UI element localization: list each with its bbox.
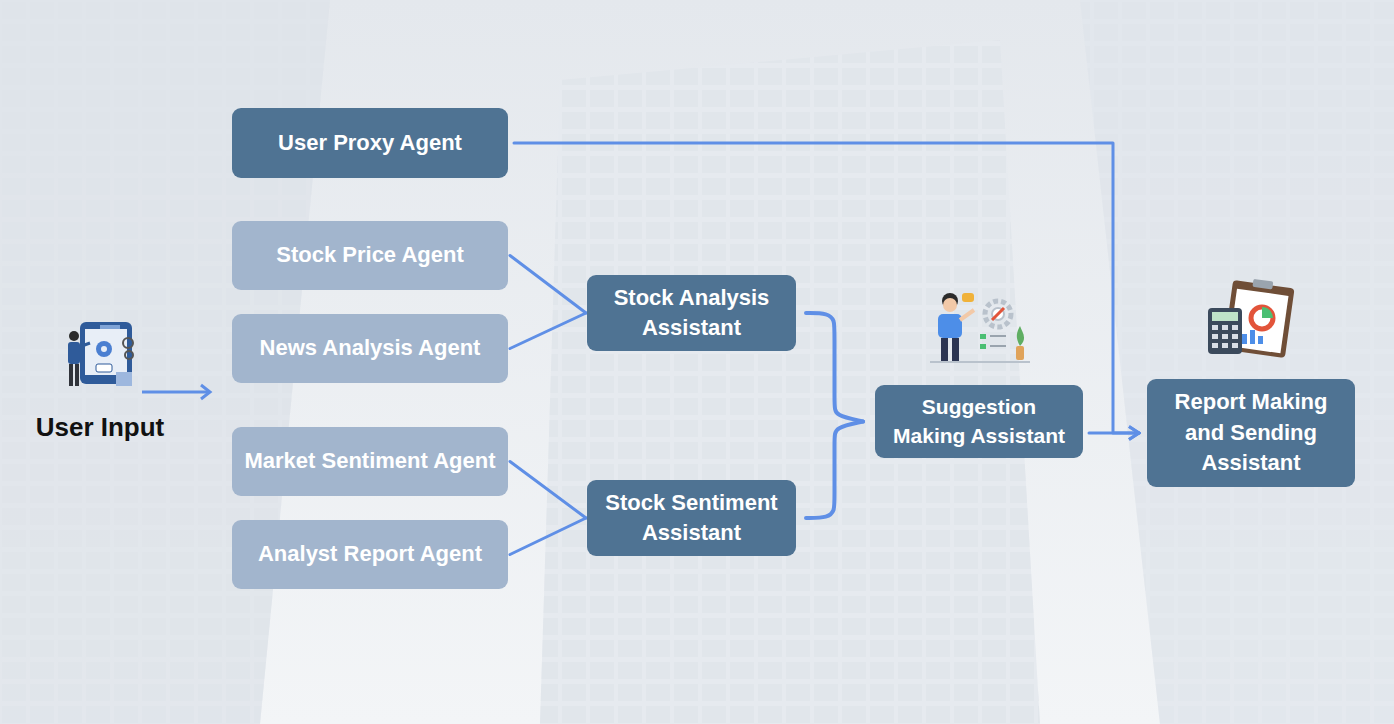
assistant-box: Suggestion Making Assistant <box>875 385 1083 459</box>
node-label: Analyst Report Agent <box>258 539 482 569</box>
building-right <box>1080 0 1394 724</box>
agent-box: Stock Price Agent <box>232 221 508 290</box>
node-label: Market Sentiment Agent <box>244 446 495 476</box>
node-label: News Analysis Agent <box>260 333 481 363</box>
node-label: User Proxy Agent <box>278 128 462 158</box>
connector-line <box>510 313 586 349</box>
node-label: Stock Sentiment Assistant <box>595 488 788 549</box>
assistant-box: User Proxy Agent <box>232 108 508 178</box>
agent-box: Market Sentiment Agent <box>232 427 508 496</box>
assistant-box: Stock Analysis Assistant <box>587 275 796 352</box>
brace-connector <box>806 422 863 519</box>
input-arrow <box>142 385 210 399</box>
node-label: Report Making and Sending Assistant <box>1155 387 1347 478</box>
assistant-box: Stock Sentiment Assistant <box>587 480 796 557</box>
agent-box: News Analysis Agent <box>232 314 508 383</box>
report-icon <box>1208 279 1295 358</box>
node-label: Stock Analysis Assistant <box>595 283 788 344</box>
assistant-box: Report Making and Sending Assistant <box>1147 379 1355 486</box>
agent-box: Analyst Report Agent <box>232 520 508 589</box>
connector-line <box>510 462 586 519</box>
building-right-windows <box>1080 0 1394 724</box>
brace-connector <box>806 313 863 422</box>
node-label: Suggestion Making Assistant <box>883 393 1075 451</box>
connector-line <box>510 518 586 555</box>
node-label: Stock Price Agent <box>276 240 463 270</box>
advisor-icon <box>930 293 1030 362</box>
user-input-icon <box>68 322 133 386</box>
connector-line <box>510 256 586 314</box>
input-label: User Input <box>18 412 182 443</box>
